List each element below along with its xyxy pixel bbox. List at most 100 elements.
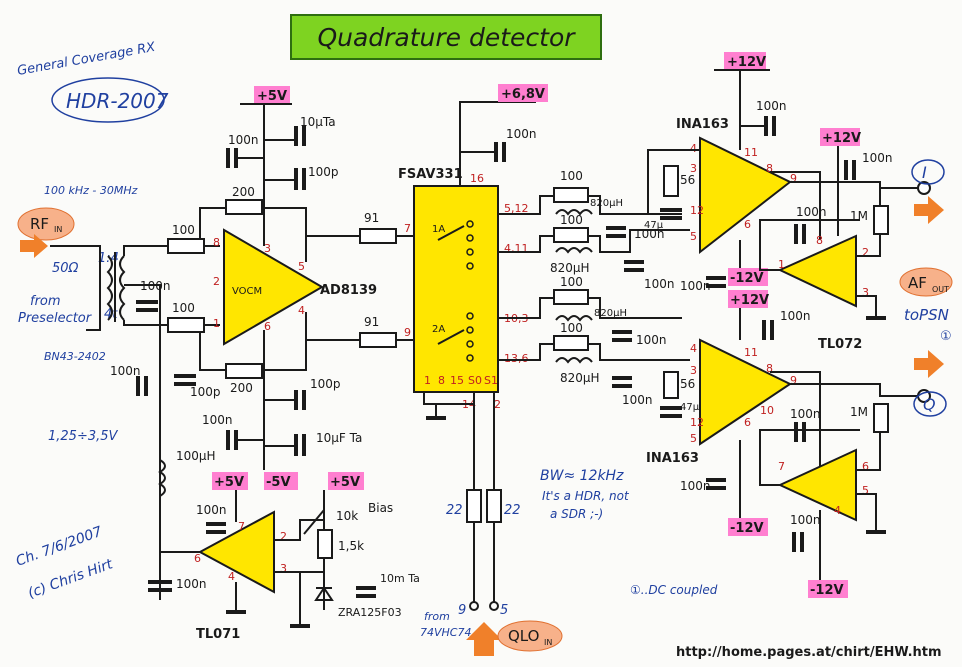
- svg-text:7: 7: [238, 520, 245, 533]
- svg-text:100n: 100n: [644, 277, 675, 291]
- rf-in-arrow: [20, 234, 48, 258]
- q-output-label: Q: [923, 395, 936, 414]
- bias-label: Bias: [368, 501, 393, 515]
- r22-left-label: 22: [446, 503, 463, 518]
- m5v-tag: -5V: [266, 475, 291, 490]
- svg-text:8: 8: [766, 362, 773, 375]
- impedance-text: 50Ω: [52, 261, 79, 276]
- r1k5-label: 1,5k: [338, 539, 364, 553]
- svg-text:1: 1: [213, 317, 220, 330]
- svg-text:820µH: 820µH: [594, 308, 627, 319]
- svg-text:91: 91: [364, 315, 379, 329]
- svg-text:100µH: 100µH: [176, 449, 216, 463]
- svg-text:12: 12: [690, 416, 704, 429]
- s136-label: 13,6: [504, 352, 529, 365]
- svg-text:4: 4: [834, 504, 841, 517]
- svg-text:INA163: INA163: [646, 451, 699, 466]
- af-out-sub: OUT: [932, 285, 949, 294]
- svg-text:100: 100: [560, 213, 583, 227]
- general-coverage-text: General Coverage RX: [16, 40, 157, 79]
- c100n-label: 100n: [176, 577, 207, 591]
- svg-text:8: 8: [213, 236, 220, 249]
- svg-text:100n: 100n: [202, 413, 233, 427]
- ad8139-supply: +5V 10µTa 100n 100p 100p 100n 10µF Ta -5…: [202, 86, 362, 490]
- svg-text:1: 1: [778, 258, 785, 271]
- svg-text:100: 100: [560, 275, 583, 289]
- svg-text:10µF Ta: 10µF Ta: [316, 431, 362, 445]
- s1-label: S1: [484, 374, 498, 387]
- i-output-terminal: [917, 181, 931, 195]
- svg-text:+12V: +12V: [730, 293, 769, 308]
- pin8-label: 8: [438, 374, 445, 387]
- model-ellipse: [51, 77, 165, 123]
- svg-text:1: 1: [424, 374, 431, 387]
- svg-text:6: 6: [264, 320, 271, 333]
- fsav331-label: FSAV331: [398, 167, 463, 182]
- c47u-label: 47µ: [644, 220, 664, 231]
- svg-text:100n: 100n: [790, 513, 821, 527]
- svg-text:6: 6: [744, 416, 751, 429]
- svg-text:100n: 100n: [790, 407, 821, 421]
- model-text: HDR-2007: [66, 89, 169, 113]
- svg-text:4: 4: [228, 570, 235, 583]
- svg-text:1M: 1M: [850, 405, 868, 419]
- vocm-label: VOCM: [232, 286, 262, 297]
- svg-text:100n: 100n: [862, 151, 893, 165]
- i-output-ellipse: [911, 159, 945, 185]
- ad8139-label: AD8139: [320, 283, 377, 298]
- to-psn-text: toPSN: [904, 306, 949, 324]
- rf-in-bubble: [17, 207, 75, 241]
- svg-text:2: 2: [213, 275, 220, 288]
- i-output-label: I: [922, 163, 927, 182]
- p5v-tag: +5V: [257, 89, 287, 104]
- svg-text:11: 11: [744, 346, 758, 359]
- svg-text:200: 200: [230, 381, 253, 395]
- svg-text:9: 9: [790, 172, 797, 185]
- q-output-ellipse: [913, 391, 947, 417]
- svg-text:3: 3: [264, 242, 271, 255]
- svg-text:820µH: 820µH: [550, 261, 590, 275]
- pin16-label: 16: [470, 172, 484, 185]
- svg-text:100n: 100n: [796, 205, 827, 219]
- svg-text:820µH: 820µH: [560, 371, 600, 385]
- af-out-label: AF: [908, 274, 927, 292]
- svg-text:8: 8: [816, 234, 823, 247]
- r56-label: 56: [680, 173, 695, 187]
- s0-label: S0: [468, 374, 482, 387]
- svg-text:100: 100: [560, 169, 583, 183]
- svg-text:4: 4: [690, 342, 697, 355]
- sw2a-label: 2A: [432, 324, 445, 335]
- c10u-label: 10µTa: [300, 115, 336, 129]
- bias-range-text: 1,25÷3,5V: [48, 429, 119, 444]
- tl072-q: 6 5 7 4 10 1M 100n 100n -12V: [759, 403, 889, 598]
- dc-note: ①..DC coupled: [630, 583, 718, 597]
- core-text: BN43-2402: [44, 350, 106, 363]
- rf-in-sub: IN: [54, 225, 62, 234]
- tl071-bias-buffer: TL071 2 3 6 7 4 +5V 100n +5V 10k Bias 1,…: [160, 472, 420, 642]
- svg-text:100p: 100p: [310, 377, 341, 391]
- svg-text:5: 5: [690, 230, 697, 243]
- tl072-label: TL072: [818, 337, 862, 352]
- p6v8-tag: +6,8V: [501, 87, 545, 102]
- pin11-label: 11: [744, 146, 758, 159]
- ina163-i: INA163 4 3 12 5 11 6 8 9 56 47µ +12V 100…: [644, 52, 918, 293]
- svg-text:8: 8: [766, 162, 773, 175]
- svg-text:47µ: 47µ: [680, 402, 700, 413]
- svg-text:2: 2: [280, 530, 287, 543]
- bias-network: 100n 100p 100µH 100n: [110, 284, 221, 600]
- sw1a-label: 1A: [432, 224, 445, 235]
- svg-text:2: 2: [494, 398, 501, 411]
- fsav331-switch: FSAV331 7 9 1A 2A 16 1 8 15 S0 S1 14 2 5…: [398, 84, 548, 618]
- svg-text:9: 9: [790, 374, 797, 387]
- q-output-arrow: [914, 350, 944, 378]
- r100-label: 100: [172, 223, 195, 237]
- af-out-bubble: [899, 267, 953, 297]
- svg-text:100n: 100n: [680, 279, 711, 293]
- svg-text:100: 100: [172, 301, 195, 315]
- svg-text:56: 56: [680, 377, 695, 391]
- svg-text:100n: 100n: [636, 333, 667, 347]
- svg-text:7: 7: [404, 222, 411, 235]
- lo-pin9-label: 9: [458, 603, 466, 618]
- lo-pin5-label: 5: [500, 603, 508, 618]
